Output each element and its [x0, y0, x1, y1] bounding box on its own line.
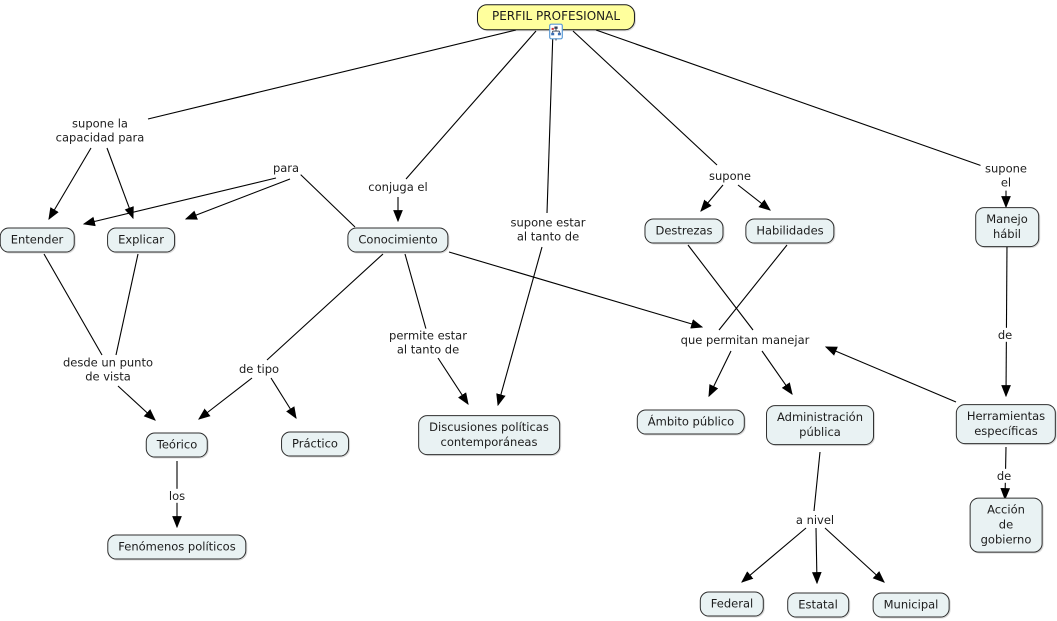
- node-federal[interactable]: Federal: [699, 591, 765, 617]
- node-herramientas-especificas[interactable]: Herramientas específicas: [955, 404, 1057, 444]
- link-label-supone[interactable]: supone: [707, 168, 753, 184]
- node-municipal[interactable]: Municipal: [872, 592, 950, 618]
- node-teorico[interactable]: Teórico: [145, 432, 209, 458]
- node-fenomenos-politicos[interactable]: Fenómenos políticos: [107, 534, 247, 560]
- link-label-supone-la-capacidad-para[interactable]: supone la capacidad para: [53, 116, 147, 146]
- node-perfil-profesional[interactable]: PERFIL PROFESIONAL: [476, 4, 636, 30]
- node-practico[interactable]: Práctico: [281, 431, 349, 457]
- link-label-de-2[interactable]: de: [994, 468, 1014, 484]
- link-label-conjuga-el[interactable]: conjuga el: [366, 179, 430, 195]
- link-label-permite-estar-al-tanto-de[interactable]: permite estar al tanto de: [387, 328, 469, 358]
- link-label-de-1[interactable]: de: [995, 327, 1015, 343]
- link-label-supone-el[interactable]: supone el: [980, 161, 1032, 191]
- link-label-a-nivel[interactable]: a nivel: [793, 512, 837, 528]
- link-label-para[interactable]: para: [270, 160, 302, 176]
- node-habilidades[interactable]: Habilidades: [745, 218, 835, 244]
- connector-lines: [43, 29, 986, 512]
- node-destrezas[interactable]: Destrezas: [644, 218, 724, 244]
- node-estatal[interactable]: Estatal: [787, 592, 849, 618]
- node-explicar[interactable]: Explicar: [107, 227, 175, 253]
- link-label-desde-un-punto-de-vista[interactable]: desde un punto de vista: [60, 355, 156, 385]
- node-discusiones-politicas[interactable]: Discusiones políticas contemporáneas: [418, 415, 560, 455]
- node-manejo-habil[interactable]: Manejo hábil: [975, 207, 1039, 247]
- node-accion-de-gobierno[interactable]: Acción de gobierno: [969, 497, 1043, 553]
- node-ambito-publico[interactable]: Ámbito público: [636, 409, 746, 435]
- connector-arrows: [48, 147, 1011, 585]
- node-administracion-publica[interactable]: Administración pública: [766, 405, 874, 445]
- concept-map-resource-icon[interactable]: [549, 23, 563, 41]
- node-entender[interactable]: Entender: [0, 227, 75, 253]
- node-conocimiento[interactable]: Conocimiento: [347, 227, 449, 253]
- link-label-supone-estar-al-tanto-de[interactable]: supone estar al tanto de: [508, 215, 588, 245]
- link-label-los[interactable]: los: [166, 488, 188, 504]
- link-label-de-tipo[interactable]: de tipo: [236, 361, 282, 377]
- link-label-que-permitan-manejar[interactable]: que permitan manejar: [678, 332, 812, 348]
